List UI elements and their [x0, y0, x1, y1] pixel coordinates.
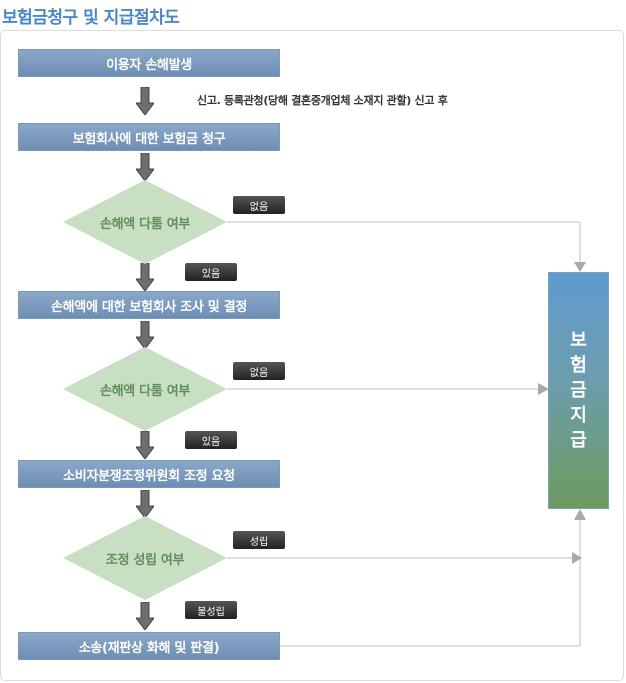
step-damage-occurrence: 이용자 손해발생 — [18, 49, 280, 77]
payment-char: 보 — [570, 330, 587, 351]
badge-dispute-1: 있음 — [185, 263, 237, 281]
right-arrow-icon — [538, 383, 549, 395]
decision-label: 손해액 다툼 여부 — [99, 383, 191, 399]
down-arrow-icon — [136, 153, 154, 181]
down-arrow-icon — [136, 602, 154, 630]
payment-char: 금 — [570, 380, 587, 401]
badge-mediation-success: 성립 — [233, 531, 285, 549]
payment-char: 지 — [570, 405, 587, 426]
payment-char: 급 — [570, 430, 587, 451]
down-arrow-icon — [136, 321, 154, 349]
badge-no-dispute-2: 없음 — [233, 362, 285, 380]
step-mediation-request: 소비자분쟁조정위원회 조정 요청 — [18, 460, 280, 488]
decision-damage-dispute-2: 손해액 다툼 여부 — [63, 347, 227, 431]
down-arrow-icon — [136, 431, 154, 459]
decision-label: 조정 성립 여부 — [105, 552, 185, 568]
right-arrow-icon — [572, 552, 582, 564]
badge-dispute-2: 있음 — [185, 431, 237, 449]
payment-char: 험 — [570, 355, 587, 376]
decision-mediation-success: 조정 성립 여부 — [63, 516, 227, 600]
down-arrow-icon — [136, 490, 154, 518]
decision-damage-dispute-1: 손해액 다툼 여부 — [63, 180, 227, 264]
step-insurer-investigation: 손해액에 대한 보험회사 조사 및 결정 — [18, 291, 280, 319]
badge-no-dispute-1: 없음 — [233, 196, 285, 214]
decision-label: 손해액 다툼 여부 — [99, 216, 191, 232]
page-title: 보험금청구 및 지급절차도 — [2, 8, 180, 28]
down-arrow-icon — [136, 87, 154, 115]
step-lawsuit: 소송(재판상 화해 및 판결) — [18, 632, 280, 660]
badge-mediation-fail: 불성립 — [185, 601, 237, 619]
step-note: 신고. 등록관청(당해 결혼중개업체 소재지 관할) 신고 후 — [197, 94, 448, 107]
insurance-payment-box: 보 험 금 지 급 — [548, 272, 609, 509]
down-arrow-icon — [136, 263, 154, 291]
right-arrow-icon — [574, 262, 586, 272]
right-arrow-icon — [574, 509, 586, 520]
step-claim-request: 보험회사에 대한 보험금 청구 — [18, 123, 280, 151]
